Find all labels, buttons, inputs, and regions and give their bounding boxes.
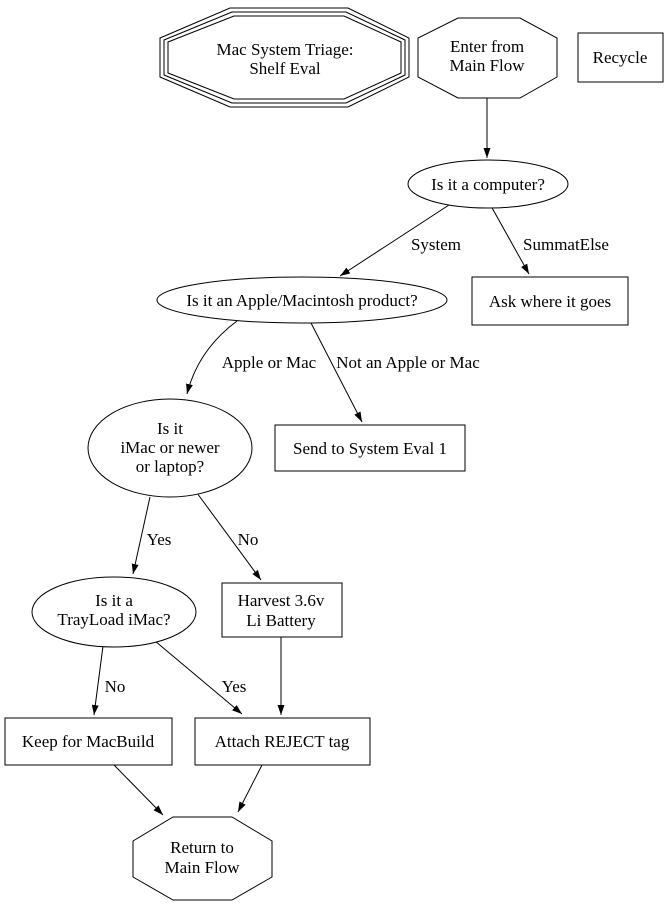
keep-box	[4, 717, 173, 766]
edge-label-imac-yes: Yes	[147, 530, 172, 549]
is-apple-ellipse	[156, 276, 448, 324]
node-return: Return to Main Flow	[132, 816, 273, 901]
ask-where-box	[471, 276, 629, 326]
is-apple-label: Is it an Apple/Macintosh product?	[186, 291, 417, 310]
edge-reject-to-return	[237, 764, 263, 813]
is-imac-line-1: Is it	[157, 419, 183, 438]
node-is-apple: Is it an Apple/Macintosh product?	[156, 276, 448, 324]
title-octagon-inner	[167, 15, 402, 100]
return-octagon	[132, 816, 273, 901]
node-is-computer: Is it a computer?	[407, 159, 569, 209]
edges	[91, 98, 530, 816]
enter-line-1: Enter from	[450, 37, 524, 56]
node-recycle: Recycle	[577, 32, 664, 83]
edge-trayload-to-keep	[91, 645, 104, 716]
reject-box	[194, 717, 371, 766]
harvest-line-2: Li Battery	[246, 611, 316, 630]
edge-label-apple-or-mac: Apple or Mac	[222, 353, 317, 372]
edge-label-summat-else: SummatElse	[523, 235, 609, 254]
recycle-label: Recycle	[593, 48, 648, 67]
node-keep: Keep for MacBuild	[4, 717, 173, 766]
edge-imac-to-harvest	[196, 492, 262, 581]
edge-keep-to-return	[113, 764, 164, 816]
ask-where-label: Ask where it goes	[489, 292, 611, 311]
return-line-2: Main Flow	[164, 858, 240, 877]
edge-computer-to-apple	[339, 204, 450, 277]
enter-line-2: Main Flow	[449, 56, 525, 75]
recycle-box	[577, 32, 664, 83]
harvest-box	[221, 582, 343, 638]
reject-label: Attach REJECT tag	[215, 732, 350, 751]
edge-apple-to-send	[310, 322, 363, 423]
title-line-1: Mac System Triage:	[217, 40, 354, 59]
send-eval-box	[274, 424, 466, 472]
edge-apple-to-imac	[186, 320, 238, 395]
is-computer-label: Is it a computer?	[431, 175, 545, 194]
node-title: Mac System Triage: Shelf Eval	[159, 7, 410, 108]
send-eval-label: Send to System Eval 1	[293, 439, 447, 458]
is-computer-ellipse	[407, 159, 569, 209]
node-harvest: Harvest 3.6v Li Battery	[221, 582, 343, 638]
node-is-trayload: Is it a TrayLoad iMac?	[31, 576, 197, 648]
is-imac-line-2: iMac or newer	[120, 438, 219, 457]
is-imac-line-3: or laptop?	[136, 457, 204, 476]
keep-label: Keep for MacBuild	[22, 732, 155, 751]
is-trayload-line-2: TrayLoad iMac?	[57, 610, 170, 629]
title-line-2: Shelf Eval	[249, 59, 321, 78]
edge-computer-to-ask	[490, 205, 530, 275]
edge-label-not-apple-or-mac: Not an Apple or Mac	[336, 353, 480, 372]
harvest-line-1: Harvest 3.6v	[238, 591, 325, 610]
edge-label-imac-no: No	[238, 530, 259, 549]
is-trayload-ellipse	[31, 576, 197, 648]
is-trayload-line-1: Is it a	[95, 591, 133, 610]
node-enter: Enter from Main Flow	[417, 17, 558, 99]
edge-imac-to-trayload	[131, 496, 151, 575]
node-ask-where: Ask where it goes	[471, 276, 629, 326]
edge-label-trayload-yes: Yes	[222, 677, 247, 696]
is-imac-ellipse	[87, 398, 253, 498]
edge-trayload-to-reject	[154, 640, 243, 715]
node-send-eval: Send to System Eval 1	[274, 424, 466, 472]
enter-octagon	[417, 17, 558, 99]
edge-labels: System SummatElse Apple or Mac Not an Ap…	[105, 235, 609, 696]
node-is-imac: Is it iMac or newer or laptop?	[87, 398, 253, 498]
node-reject: Attach REJECT tag	[194, 717, 371, 766]
return-line-1: Return to	[170, 838, 234, 857]
edge-label-system: System	[411, 235, 461, 254]
edge-label-trayload-no: No	[105, 677, 126, 696]
